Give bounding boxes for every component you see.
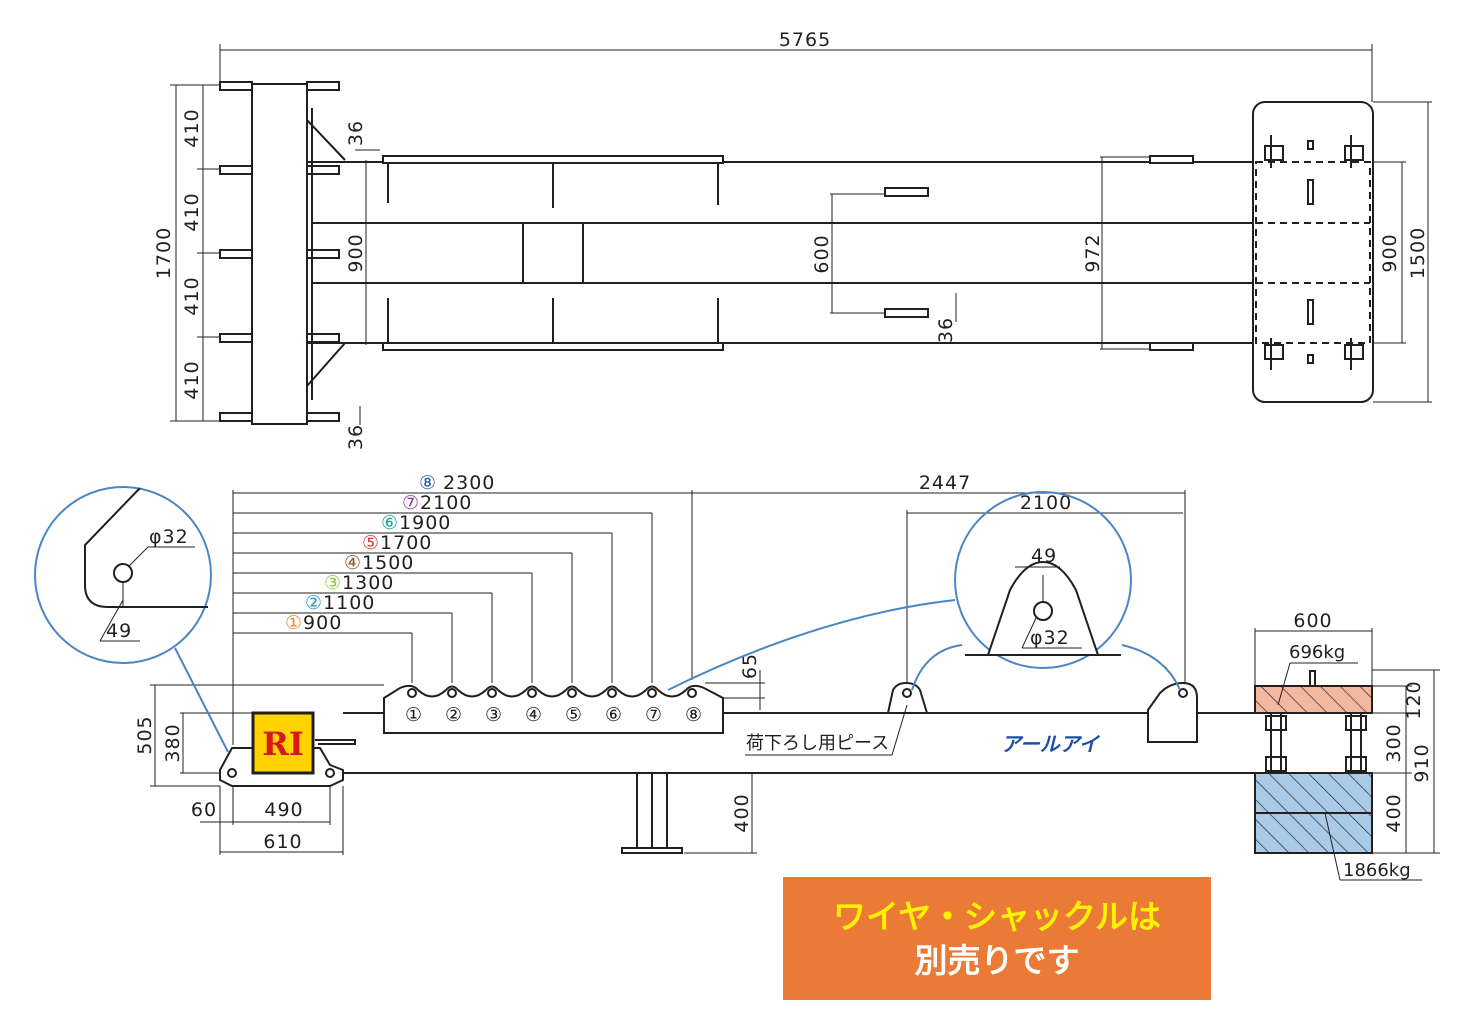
length-2447-label: 2447	[919, 472, 971, 494]
left-edge-dist-label: 49	[106, 620, 132, 642]
rail-spacing-label: 972	[1082, 233, 1104, 272]
ri-logo-icon	[251, 711, 315, 775]
height-505-label: 505	[134, 715, 156, 754]
hole-mark-5: ⑤	[565, 704, 583, 726]
hanging-hole-block	[383, 684, 724, 734]
end-beam-width-label: 900	[1379, 233, 1401, 272]
hole-dim-6: ⑥1900	[381, 512, 451, 534]
beam-width-label: 900	[345, 233, 367, 272]
leg-height-label: 400	[731, 793, 753, 832]
lifting-piece-rear	[1147, 681, 1198, 743]
hole-mark-1: ①	[405, 704, 423, 726]
left-detail: φ32 49	[34, 486, 229, 753]
counterweight-plan	[1252, 101, 1374, 403]
brand-name: アールアイ	[1001, 732, 1101, 756]
clamp-bolts	[1265, 713, 1367, 773]
lifting-piece-label: 荷下ろし用ピース	[746, 733, 889, 754]
dim-60-label: 60	[191, 799, 217, 821]
dim-400-label: 400	[1383, 793, 1405, 832]
hanger-lugs	[219, 81, 340, 422]
hole-dim-2: ②1100	[305, 592, 375, 614]
plan-view: 5765 410 410 410 410 1700	[153, 29, 1432, 450]
plate-offset-bottom-label: 36	[345, 424, 367, 450]
dim-910-label: 910	[1411, 743, 1433, 782]
plate-spacing-label: 600	[811, 234, 833, 273]
overall-width-label: 1700	[153, 227, 175, 279]
pitch-label-3: 410	[181, 276, 203, 315]
hole-mark-6: ⑥	[605, 704, 623, 726]
length-2100-label: 2100	[1020, 492, 1072, 514]
overall-length-label: 5765	[779, 29, 831, 51]
logo-text: RI	[262, 725, 304, 763]
pitch-label-1: 410	[181, 108, 203, 147]
dim-490-label: 490	[264, 799, 303, 821]
upper-counterweight	[1254, 685, 1373, 714]
lifting-piece-front	[886, 681, 929, 714]
end-width-label: 1500	[1407, 227, 1429, 279]
notice-line2: 別売りです	[914, 940, 1080, 980]
dim-120-label: 120	[1403, 680, 1425, 719]
bolt-clamps	[1264, 135, 1364, 370]
hole-mark-7: ⑦	[645, 704, 663, 726]
hole-mark-2: ②	[445, 704, 463, 726]
hole-dim-1: ①900	[285, 612, 342, 634]
right-hole-dia-label: φ32	[1030, 627, 1070, 649]
right-edge-dist-label: 49	[1031, 545, 1057, 567]
dim-610-label: 610	[263, 831, 302, 853]
hole-mark-8: ⑧	[685, 704, 703, 726]
pitch-label-2: 410	[181, 192, 203, 231]
upper-weight-label: 696kg	[1289, 642, 1345, 663]
height-380-label: 380	[162, 723, 184, 762]
hole-circles	[407, 688, 697, 698]
lower-weight-label: 1866kg	[1343, 860, 1411, 881]
counterweight-width-label: 600	[1293, 610, 1332, 632]
hole-dim-4: ④1500	[344, 552, 414, 574]
hole-dim-3: ③1300	[324, 572, 394, 594]
hole-mark-3: ③	[485, 704, 503, 726]
notice-line1: ワイヤ・シャックルは	[832, 896, 1162, 936]
pitch-label-4: 410	[181, 360, 203, 399]
dim-300-label: 300	[1383, 723, 1405, 762]
front-hanger-beam	[251, 83, 308, 425]
hole-dim-5: ⑤1700	[362, 532, 432, 554]
plate-offset-label: 36	[935, 317, 957, 343]
lug-height-label: 65	[739, 653, 761, 679]
left-hole-dia-label: φ32	[149, 526, 189, 548]
hole-dim-7: ⑦2100	[402, 492, 472, 514]
hole-mark-4: ④	[525, 704, 543, 726]
hole-dimension-stack	[232, 490, 693, 745]
accessory-notice: ワイヤ・シャックルは 別売りです	[783, 877, 1211, 1000]
plate-offset-top-label: 36	[345, 120, 367, 146]
right-detail: 49 φ32	[667, 491, 1181, 691]
